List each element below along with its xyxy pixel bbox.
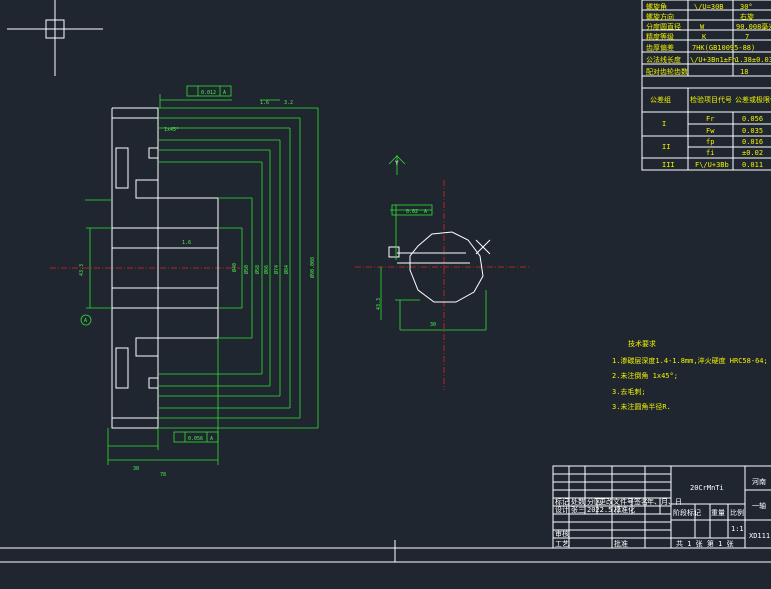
tech-req-item-1: 2.未注倒角 1x45°; — [612, 371, 678, 380]
param-row-0-name: 螺旋角 — [646, 2, 667, 11]
group-1-item-0-symbol: fp — [706, 138, 714, 146]
dim-hub-width: 38 — [133, 466, 139, 472]
group-0-item-1-value: 0.035 — [742, 127, 763, 135]
tb-label-review: 审核 — [555, 529, 569, 538]
param-row-5-value: 1.38±0.0312 — [735, 56, 771, 64]
param-row-3-value: 7 — [745, 33, 749, 41]
param-row-3-name: 精度等级 — [646, 32, 674, 41]
dim-d2: Ø58 — [254, 265, 261, 274]
dim-key-width: 43.3 — [376, 298, 382, 310]
param-row-6-name: 配对齿轮齿数 — [646, 67, 688, 76]
gear-section-view: 0.012 A 0.056 A A 38 78 Ø40 Ø50 Ø58 Ø66 … — [50, 85, 319, 478]
gear-profile-outline — [409, 231, 484, 303]
group-1-item-0-value: 0.016 — [742, 138, 763, 146]
group-0-label: I — [662, 120, 666, 128]
tolerance-frame-bottom: 0.056 A — [173, 431, 219, 443]
dim-d1: Ø50 — [243, 265, 250, 274]
dim-d4: Ø74 — [273, 265, 280, 274]
crosshair-cursor-icon — [7, 0, 103, 76]
tb-design-date: 2022.5.3 — [587, 506, 621, 514]
param-row-4-value: 7HK(GB10095-88) — [692, 44, 755, 52]
group-0-item-0-value: 0.056 — [742, 115, 763, 123]
group-0-item-0-symbol: Fr — [706, 115, 714, 123]
dim-key-depth: 30 — [430, 322, 436, 328]
param-row-6-value: 18 — [740, 68, 748, 76]
tb-label-design: 设计 — [555, 505, 569, 514]
tb-label-weight: 重量 — [711, 509, 725, 517]
gear-param-table: 螺旋角 \/U=30B 30° 螺旋方向 右旋 分度圆直径 W 90.008毫米… — [641, 0, 771, 171]
group-header-note: 公差或极限偏差值 — [735, 95, 771, 104]
tech-requirements: 技术要求 1.渗碳层深度1.4-1.8mm,淬火硬度 HRC58-64; 2.未… — [612, 339, 768, 411]
tech-req-item-3: 3.未注圆角半径R. — [612, 402, 671, 411]
param-row-0-value: 30° — [740, 3, 753, 11]
dim-rough-2: 3.2 — [284, 100, 293, 106]
tb-drawing-no: XD111 — [749, 532, 770, 540]
param-row-2-name: 分度圆直径 — [646, 22, 681, 31]
tol-bot-ref: A — [210, 436, 213, 442]
group-header-name: 公差组 — [650, 95, 671, 104]
param-row-4-name: 齿厚偏差 — [646, 43, 674, 52]
tol-top-ref: A — [223, 90, 226, 96]
group-2-item-0-value: 0.011 — [742, 161, 763, 169]
datum-a-label: A — [84, 318, 87, 324]
title-block: 20CrMnTi 河南 一轴 XD111 标记 处数 分区 更改文件号 签名 年… — [552, 465, 771, 549]
param-row-5-name: 公法线长度 — [646, 55, 681, 64]
tolerance-frame-top: 0.012 A — [186, 85, 232, 97]
group-1-label: II — [662, 143, 670, 151]
tb-label-count: 处数 — [571, 497, 585, 506]
tb-label-zone: 分区 — [587, 497, 601, 506]
tech-req-item-2: 3.去毛刺; — [612, 387, 646, 396]
tol-top-value: 0.012 — [201, 90, 216, 96]
param-row-2-value: 90.008毫米 — [736, 22, 771, 31]
tb-company: 河南 — [752, 477, 766, 486]
y-axis-label: Y — [395, 160, 399, 167]
dim-rough-1: 1.6 — [260, 100, 269, 106]
param-row-1-name: 螺旋方向 — [646, 12, 674, 21]
tb-label-change-doc: 更改文件号 — [599, 497, 634, 506]
group-0-item-1-symbol: Fw — [706, 127, 715, 135]
tol-key-value: 0.02 — [406, 209, 418, 215]
tb-label-std: 标准化 — [614, 505, 635, 514]
tech-req-item-0: 1.渗碳层深度1.4-1.8mm,淬火硬度 HRC58-64; — [612, 356, 768, 365]
group-1-item-1-symbol: fi — [706, 149, 714, 157]
param-row-1-value: 右旋 — [740, 12, 754, 21]
tb-label-sign: 签名 — [634, 497, 648, 506]
dim-total-width: 78 — [160, 472, 166, 478]
tb-material: 20CrMnTi — [690, 484, 724, 492]
tb-designer-name: 张三 — [571, 505, 585, 514]
group-1-item-1-value: ±0.02 — [742, 149, 763, 157]
dim-key-h: 43.3 — [79, 264, 85, 276]
tb-sheets: 共 1 张 第 1 张 — [676, 539, 734, 548]
tb-scale-value: 1:1 — [731, 525, 744, 533]
tb-label-mark: 标记 — [555, 497, 569, 506]
param-row-3-symbol: K — [702, 33, 707, 41]
chamfer-note: 1x45° — [164, 127, 179, 133]
tb-label-stage: 阶段标记 — [673, 508, 701, 517]
tb-part: 一轴 — [752, 501, 766, 510]
tb-label-approve: 批准 — [614, 539, 628, 548]
group-header-check: 检验项目代号 — [690, 95, 732, 104]
dim-d6: Ø90.008 — [309, 257, 316, 278]
param-row-5-symbol: \/U+3Bn1±Fn — [690, 56, 736, 64]
param-row-2-symbol: W — [700, 23, 705, 31]
group-2-item-0-symbol: F\/U+3Bb — [695, 161, 729, 169]
tol-bot-value: 0.056 — [188, 436, 203, 442]
rough-bore: 1.6 — [182, 240, 191, 246]
dim-bore: Ø40 — [231, 263, 238, 272]
datum-a-symbol — [80, 314, 92, 326]
dim-d5: Ø84 — [283, 265, 290, 274]
tech-req-title: 技术要求 — [628, 339, 656, 348]
dim-d3: Ø66 — [263, 265, 270, 274]
tb-label-craft: 工艺 — [555, 540, 569, 548]
gear-end-view: 0.02 A Y 30 43.3 — [355, 155, 530, 390]
tb-label-date: 年、月、日 — [647, 497, 682, 506]
param-row-0-symbol: \/U=30B — [694, 3, 724, 11]
tol-key-ref: A — [424, 209, 427, 215]
tb-label-scale: 比例 — [730, 508, 744, 517]
group-2-label: III — [662, 161, 675, 169]
